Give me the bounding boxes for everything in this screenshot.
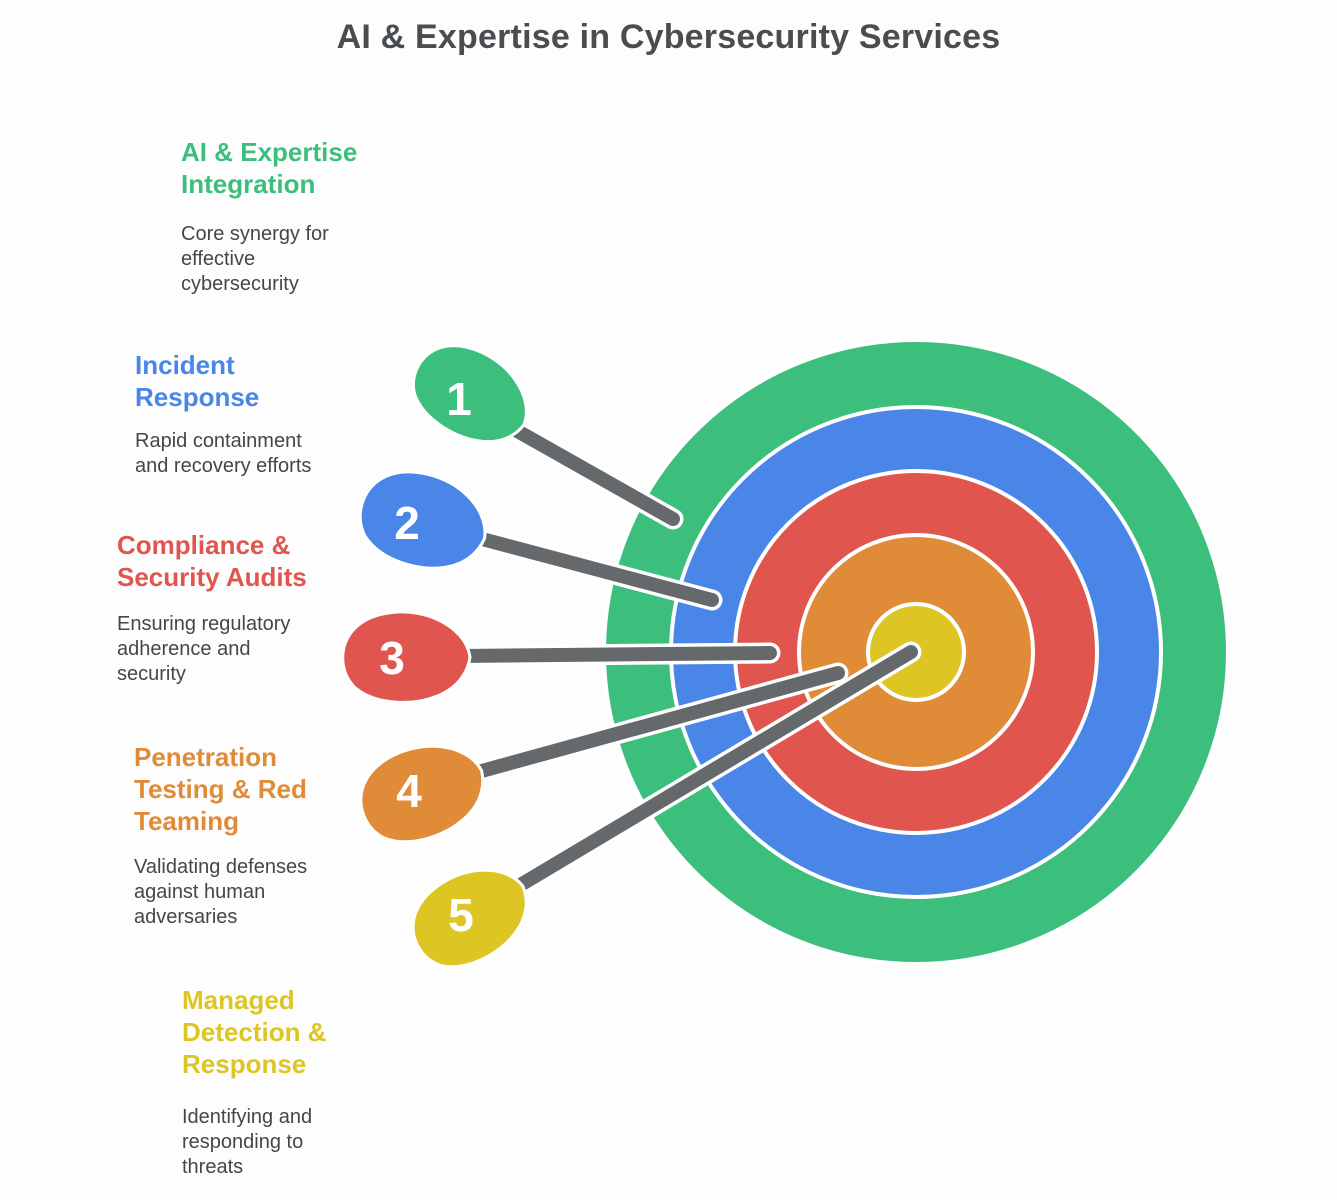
connector-line-3: [453, 646, 777, 663]
item-4-description: Validating defenses against human advers…: [134, 856, 308, 928]
connector-line-5: [515, 645, 918, 891]
marker-2-number: 2: [394, 497, 420, 549]
marker-1-number: 1: [446, 373, 472, 425]
item-4-label: Penetration Testing & Red Teaming: [134, 742, 307, 836]
connector-lines: [449, 413, 922, 895]
marker-5-number: 5: [448, 889, 474, 941]
page-title: AI & Expertise in Cybersecurity Services: [336, 18, 1001, 56]
item-2-block: Incident Response: [135, 349, 375, 413]
item-2-label: Incident Response: [135, 350, 260, 412]
item-1-description: Core synergy for effective cybersecurity: [181, 223, 329, 295]
marker-4-blob: [348, 728, 497, 856]
number-markers: [343, 328, 545, 984]
marker-3-number: 3: [379, 632, 405, 684]
item-1-label: AI & Expertise Integration: [181, 137, 358, 199]
item-1-block: AI & Expertise Integration: [181, 136, 421, 200]
marker-3-blob: [343, 612, 470, 702]
marker-5-blob: [397, 849, 545, 984]
connector-line-4: [471, 666, 845, 779]
item-4-block: Penetration Testing & Red Teaming: [134, 741, 374, 837]
connector-line-1: [498, 417, 680, 526]
item-3-block: Compliance & Security Audits: [117, 529, 357, 593]
marker-2-blob: [349, 459, 497, 583]
connector-line-2: [475, 532, 719, 607]
item-2-description: Rapid containment and recovery efforts: [135, 430, 312, 477]
marker-numbers: 1 2 3 4 5: [379, 373, 474, 941]
item-5-description: Identifying and responding to threats: [182, 1106, 313, 1178]
marker-1-blob: [398, 328, 545, 462]
item-3-description: Ensuring regulatory adherence and securi…: [117, 613, 291, 685]
item-5-block: Managed Detection & Response: [182, 984, 422, 1080]
item-3-label: Compliance & Security Audits: [117, 530, 307, 592]
marker-4-number: 4: [396, 765, 422, 817]
item-5-label: Managed Detection & Response: [182, 985, 327, 1079]
